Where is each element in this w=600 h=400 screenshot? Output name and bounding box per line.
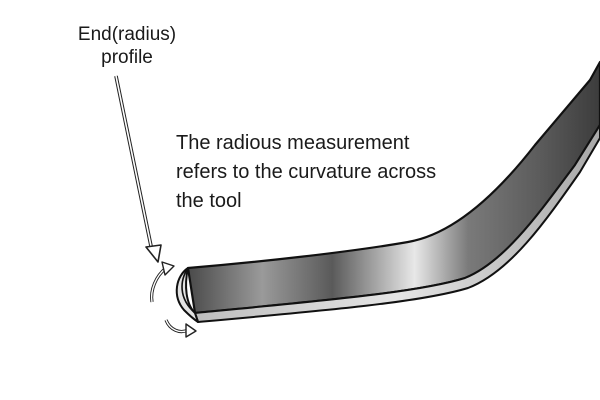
description-line-3: the tool	[176, 190, 242, 212]
end-profile-label-line1: End(radius)	[77, 24, 177, 45]
tool-bevel-edge	[194, 124, 600, 323]
description-text: The radious measurement refers to the cu…	[176, 129, 506, 216]
end-profile-label-line2: profile	[101, 47, 153, 68]
description-line-2: refers to the curvature across	[176, 161, 437, 183]
pointer-arrow-icon	[114, 75, 162, 263]
rotation-arrows-icon	[150, 261, 197, 338]
end-profile-label: End(radius) profile	[52, 23, 202, 69]
description-line-1: The radious measurement	[176, 132, 410, 154]
